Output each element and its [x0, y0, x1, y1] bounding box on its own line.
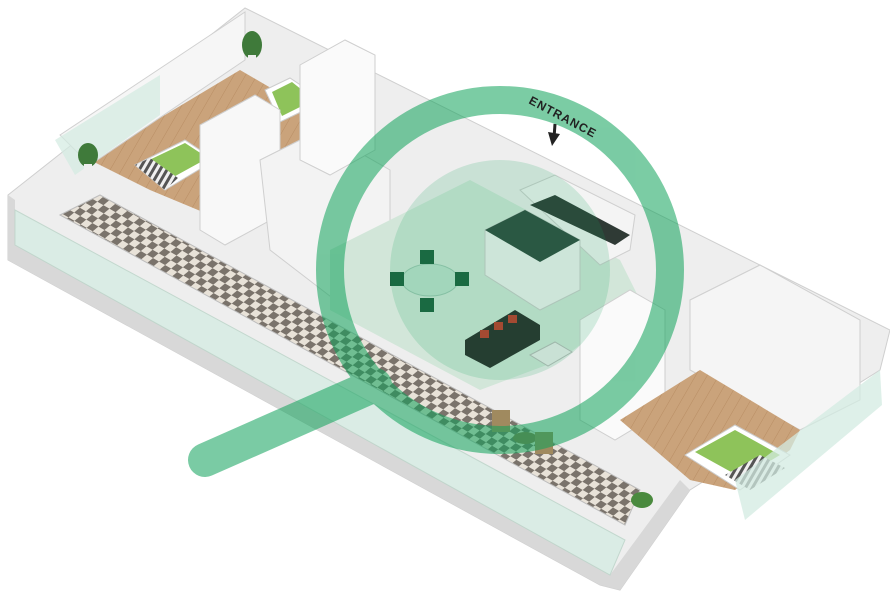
sofa — [465, 310, 540, 368]
dining-table — [390, 250, 469, 312]
bed-1-runner — [135, 158, 178, 190]
bed-1b-blanket — [272, 82, 302, 116]
plant-1 — [78, 143, 98, 174]
arrow-down-icon — [548, 123, 560, 146]
plant-3 — [631, 492, 653, 508]
kitchen-island-top — [485, 210, 580, 262]
kitchen-backsplash — [530, 195, 630, 245]
bedroom-2-glass — [735, 370, 882, 520]
coffee-table — [528, 341, 573, 367]
plant-2 — [242, 31, 262, 65]
magnifier-watermark — [188, 86, 684, 477]
